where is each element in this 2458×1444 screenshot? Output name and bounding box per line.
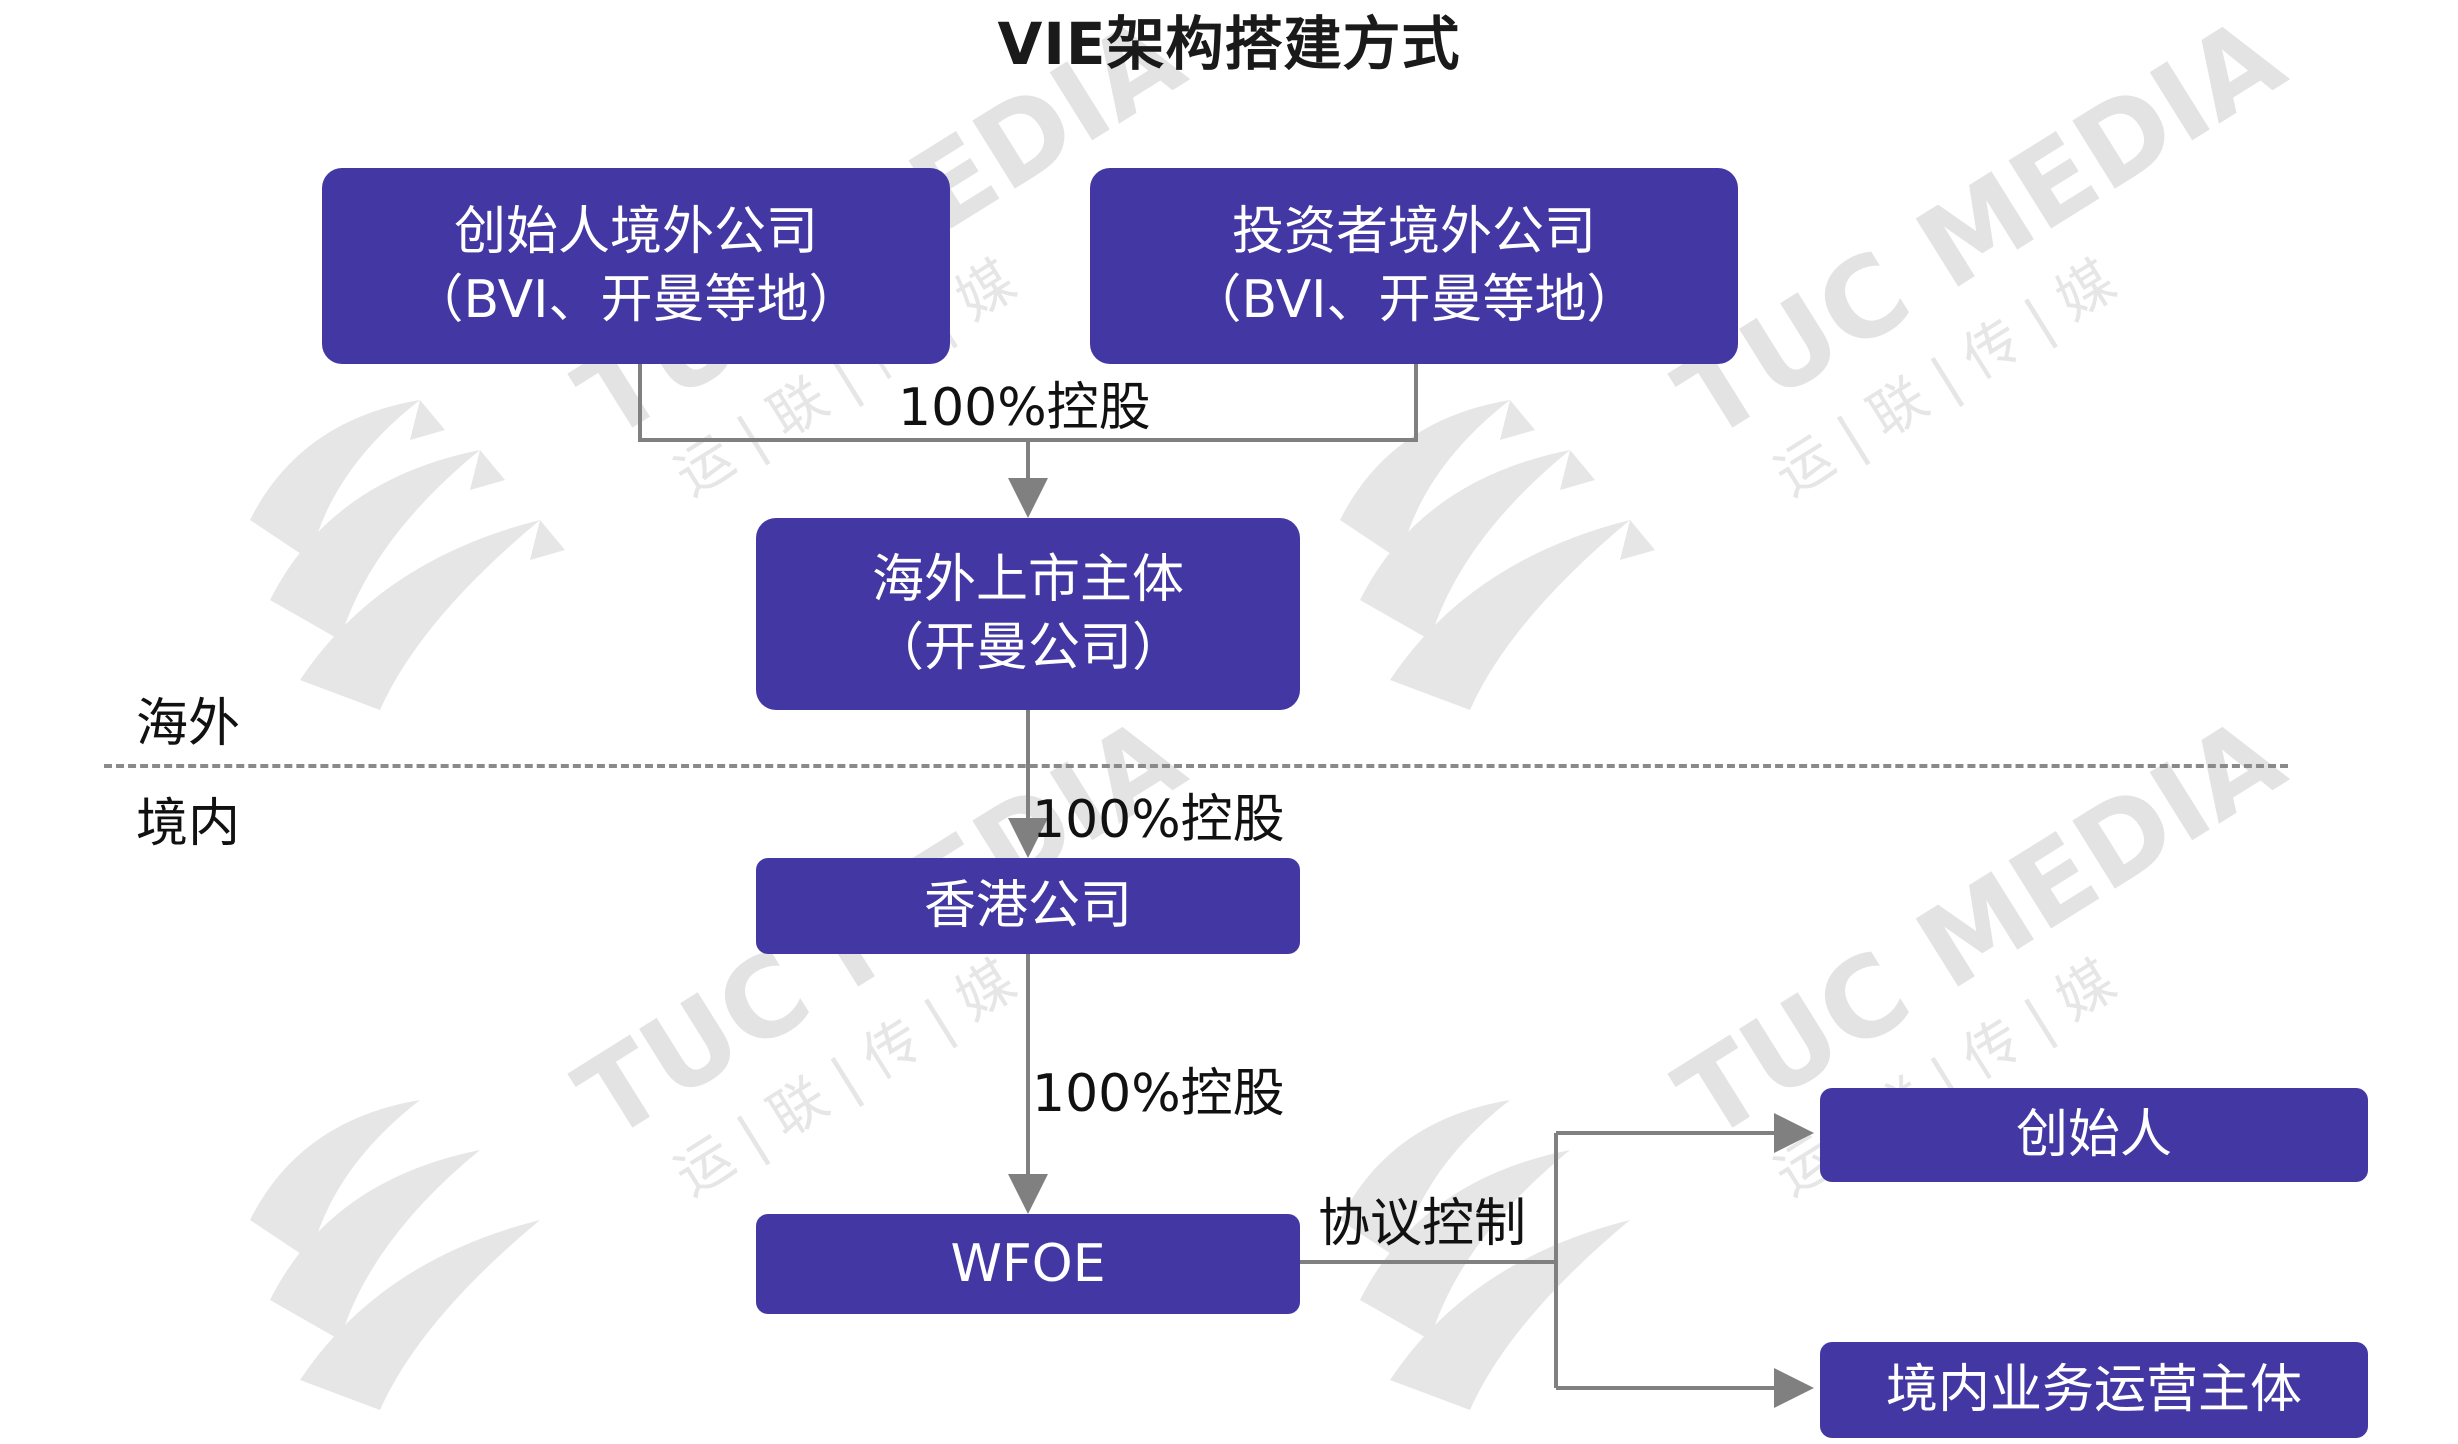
- region-divider: [104, 764, 2288, 768]
- node-founder-offshore-company: 创始人境外公司 （BVI、开曼等地）: [322, 168, 950, 364]
- edge-label-hk-to-wfoe: 100%控股: [1032, 1064, 1285, 1124]
- node-listing-entity-line2: （开曼公司）: [871, 618, 1184, 678]
- node-founder-label: 创始人: [2015, 1105, 2172, 1165]
- node-founder-offshore-line2: （BVI、开曼等地）: [411, 270, 861, 330]
- node-investor-offshore-company: 投资者境外公司 （BVI、开曼等地）: [1090, 168, 1738, 364]
- node-domestic-entity-label: 境内业务运营主体: [1885, 1360, 2302, 1420]
- edge-label-top-holding: 100%控股: [898, 378, 1151, 438]
- node-hk-company-label: 香港公司: [923, 876, 1132, 936]
- region-label-onshore: 境内: [136, 794, 241, 854]
- connector-founder-offshore: [638, 364, 1028, 442]
- node-founder-offshore-line1: 创始人境外公司: [453, 202, 818, 262]
- node-wfoe-label: WFOE: [950, 1234, 1106, 1294]
- connector-investor-offshore: [1028, 364, 1418, 442]
- node-overseas-listing-entity: 海外上市主体 （开曼公司）: [756, 518, 1300, 710]
- node-wfoe: WFOE: [756, 1214, 1300, 1314]
- node-investor-offshore-line2: （BVI、开曼等地）: [1189, 270, 1639, 330]
- edge-label-agreement-control: 协议控制: [1318, 1194, 1527, 1254]
- diagram-title: VIE架构搭建方式: [997, 10, 1461, 78]
- node-domestic-operating-entity: 境内业务运营主体: [1820, 1342, 2368, 1438]
- node-founder: 创始人: [1820, 1088, 2368, 1182]
- node-listing-entity-line1: 海外上市主体: [871, 550, 1184, 610]
- region-label-offshore: 海外: [136, 694, 241, 754]
- node-investor-offshore-line1: 投资者境外公司: [1231, 202, 1596, 262]
- edge-label-listing-to-hk: 100%控股: [1032, 790, 1285, 850]
- node-hk-company: 香港公司: [756, 858, 1300, 954]
